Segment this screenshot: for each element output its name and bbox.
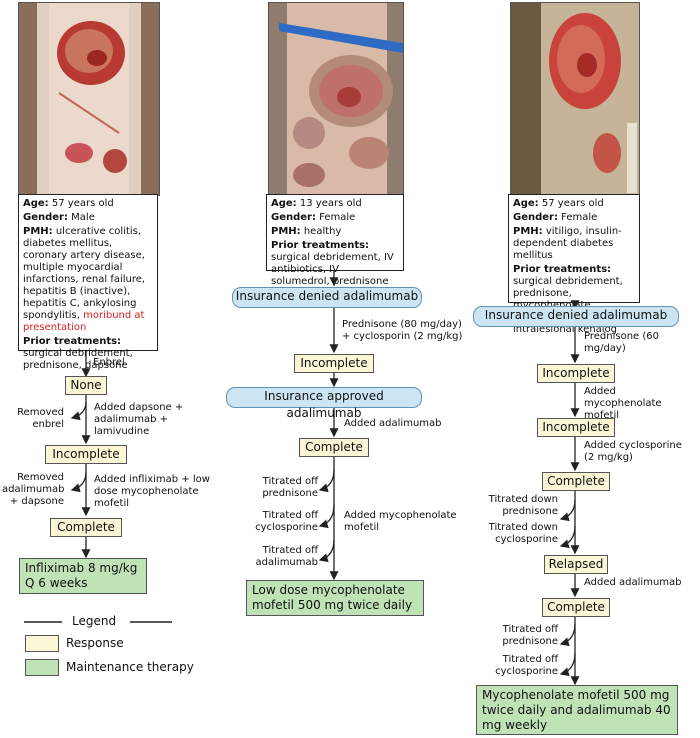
case1-step-added-dapsone: Added dapsone + adalimumab + lamivudine [94, 402, 184, 437]
case3-titrated-off-cyclosporine: Titrated off cyclosporine [495, 654, 558, 677]
case1-step-removed-adalimumab: Removed adalimumab + dapsone [2, 472, 65, 507]
case3-titrated-down-cyclosporine: Titrated down cyclosporine [488, 522, 558, 545]
legend-response-label: Response [66, 636, 124, 650]
case2-step-added-mycophenolate: Added mycophenolate mofetil [344, 510, 457, 533]
case1-maintenance-therapy: Infliximab 8 mg/kg Q 6 weeks [19, 558, 147, 594]
case1-step-enbrel: Enbrel [93, 357, 125, 368]
case3-response-incomplete-1: Incomplete [537, 364, 615, 383]
case1-patient-info: Age: 57 years old Gender: Male PMH: ulce… [18, 194, 158, 371]
case1-response-incomplete: Incomplete [45, 445, 127, 464]
legend-maintenance-label: Maintenance therapy [66, 660, 194, 674]
case3-step-added-cyclosporine: Added cyclosporine (2 mg/kg) [584, 440, 682, 463]
case2-wound-photo [268, 2, 404, 196]
case2-titrated-prednisone: Titrated off prednisone [262, 476, 318, 499]
case3-titrated-down-prednisone: Titrated down prednisone [488, 494, 558, 517]
case3-insurance-denied: Insurance denied adalimumab [473, 306, 679, 327]
legend-maintenance-swatch [25, 659, 59, 676]
legend-title: Legend [72, 614, 117, 628]
case3-step-added-adalimumab: Added adalimumab [584, 577, 682, 588]
case1-step-removed-enbrel: Removed enbrel [17, 407, 64, 430]
case3-titrated-off-prednisone: Titrated off prednisone [502, 624, 558, 647]
case3-response-complete-1: Complete [542, 472, 610, 491]
case1-step-added-infliximab: Added infliximab + low dose mycophenolat… [94, 474, 210, 509]
case3-maintenance-therapy: Mycophenolate mofetil 500 mg twice daily… [476, 685, 678, 735]
case3-response-relapsed: Relapsed [544, 555, 608, 574]
case2-maintenance-therapy: Low dose mycophenolate mofetil 500 mg tw… [246, 580, 424, 616]
case3-step-prednisone: Prednisone (60 mg/day) [584, 331, 659, 354]
case2-step-added-adalimumab: Added adalimumab [344, 418, 442, 429]
case2-insurance-denied: Insurance denied adalimumab [232, 287, 422, 308]
case2-titrated-adalimumab: Titrated off adalimumab [255, 545, 318, 568]
case2-titrated-cyclosporine: Titrated off cyclosporine [255, 510, 318, 533]
case2-step-prednisone: Prednisone (80 mg/day) + cyclosporin (2 … [342, 319, 463, 342]
case2-insurance-approved: Insurance approved adalimumab [226, 387, 422, 420]
case1-response-complete: Complete [50, 518, 122, 537]
case1-wound-photo [18, 2, 160, 196]
case3-step-added-mycophenolate: Added mycophenolate mofetil [584, 386, 662, 421]
case3-patient-info: Age: 57 years old Gender: Female PMH: vi… [508, 194, 640, 335]
case2-response-complete: Complete [299, 438, 369, 457]
case3-response-complete-2: Complete [542, 598, 610, 617]
case3-response-incomplete-2: Incomplete [537, 418, 615, 437]
legend-response-swatch [25, 635, 59, 652]
case2-response-incomplete: Incomplete [294, 354, 374, 373]
case1-response-none: None [65, 376, 107, 395]
